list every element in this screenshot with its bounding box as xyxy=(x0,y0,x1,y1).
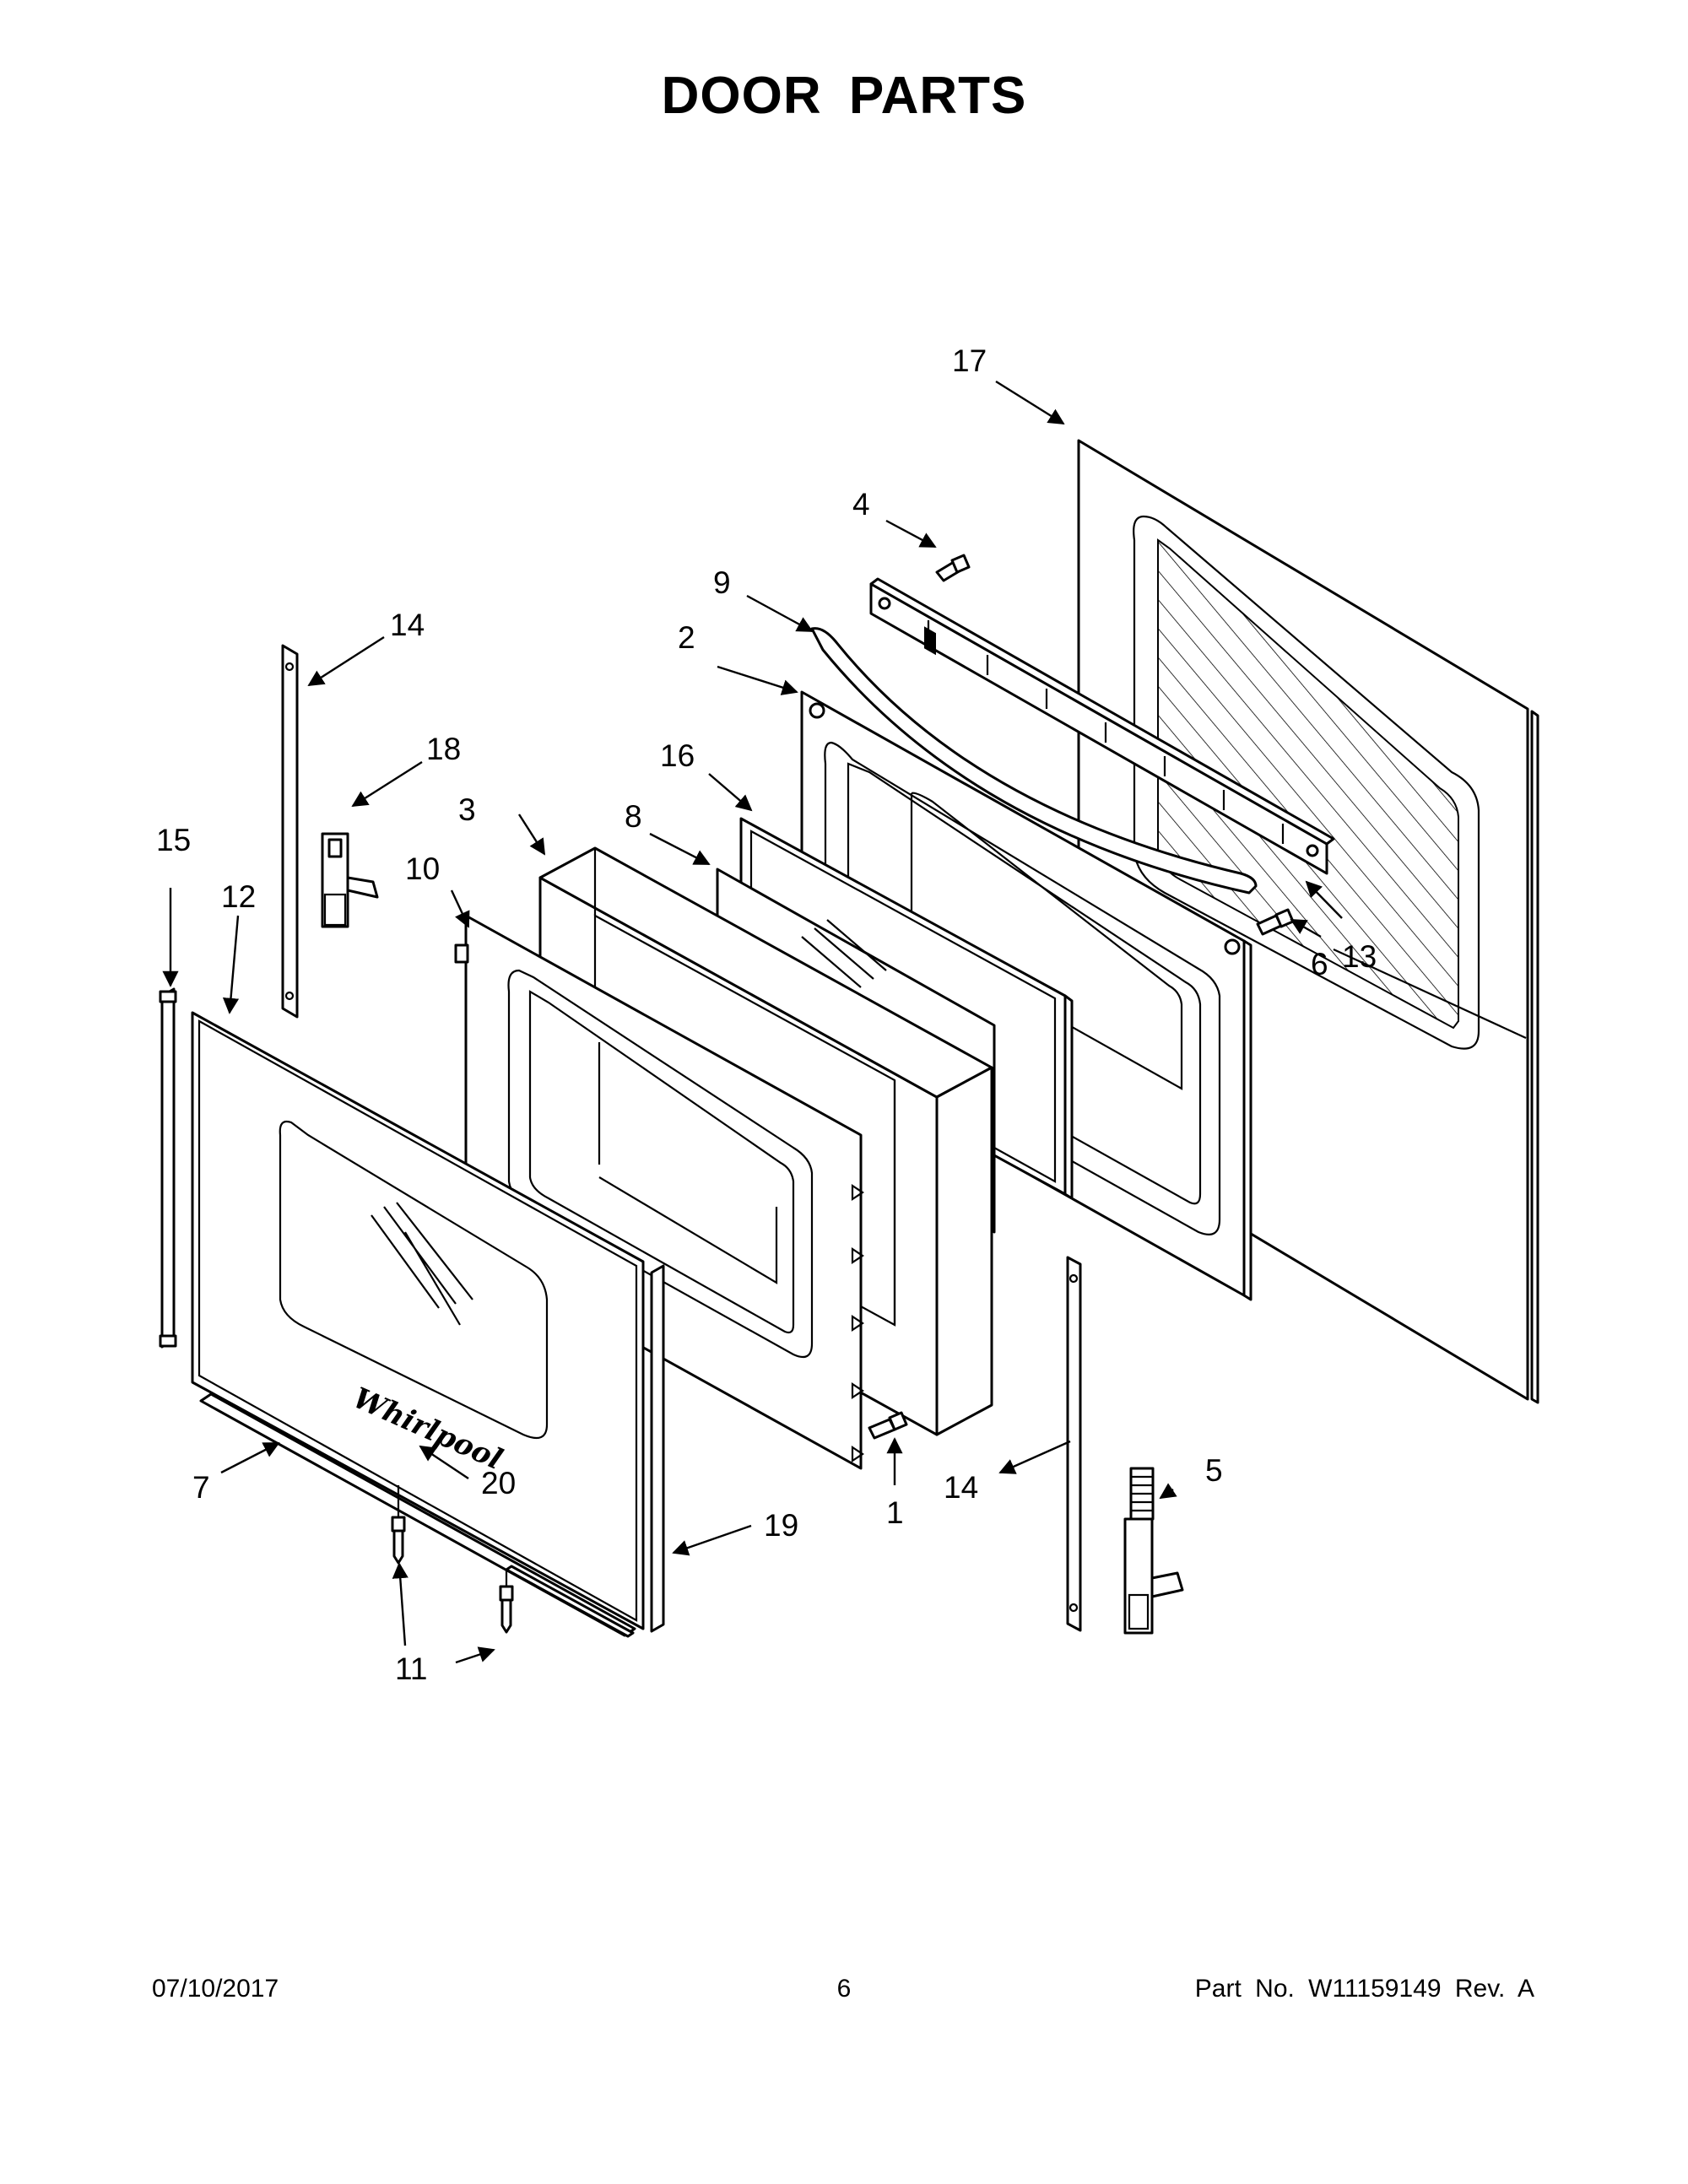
callout-4: 4 xyxy=(852,487,870,522)
vent-bracket-13 xyxy=(869,577,1335,875)
callout-12: 12 xyxy=(221,879,256,914)
side-trim-right-19 xyxy=(650,1264,665,1633)
callout-14a: 14 xyxy=(390,608,425,642)
hinge-receiver-right-14 xyxy=(1066,1256,1082,1632)
callout-labels: 17 4 9 2 16 8 3 10 14 18 15 12 13 6 14 1… xyxy=(156,343,1377,1686)
screw-1 xyxy=(868,1411,908,1440)
page-title: DOOR PARTS xyxy=(661,67,1027,125)
bottom-trim-7 xyxy=(199,1392,636,1638)
callout-1: 1 xyxy=(886,1495,904,1530)
callout-17: 17 xyxy=(952,343,987,378)
callout-6: 6 xyxy=(1311,947,1328,981)
callout-15: 15 xyxy=(156,823,191,857)
callout-14b: 14 xyxy=(944,1470,978,1505)
screw-11b xyxy=(499,1585,514,1634)
callout-2: 2 xyxy=(678,620,695,655)
callout-9: 9 xyxy=(713,565,731,600)
callout-5: 5 xyxy=(1205,1453,1223,1488)
hinge-receiver-left-14 xyxy=(281,644,299,1019)
side-trim-left-15 xyxy=(159,987,177,1349)
callout-11: 11 xyxy=(395,1652,427,1686)
hinge-right-5 xyxy=(1123,1467,1184,1635)
door-trim-9 xyxy=(810,627,1258,895)
callout-7: 7 xyxy=(192,1470,210,1505)
hinge-left-18 xyxy=(321,832,379,928)
footer-part-number: Part No. W11159149 Rev. A xyxy=(1194,1975,1534,2003)
callout-20: 20 xyxy=(481,1466,516,1500)
callout-16: 16 xyxy=(660,738,695,773)
callout-19: 19 xyxy=(764,1508,798,1543)
screw-11a xyxy=(391,1516,406,1565)
callout-18: 18 xyxy=(426,732,461,766)
callout-8: 8 xyxy=(625,799,642,834)
callout-10: 10 xyxy=(405,851,440,886)
inner-door-frame-10 xyxy=(454,914,864,1470)
footer-page-number: 6 xyxy=(836,1975,852,2003)
footer-date: 07/10/2017 xyxy=(152,1975,279,2003)
callout-3: 3 xyxy=(458,792,476,827)
screw-4 xyxy=(935,554,971,582)
leader-lines xyxy=(162,380,1527,1664)
callout-13: 13 xyxy=(1342,939,1377,974)
